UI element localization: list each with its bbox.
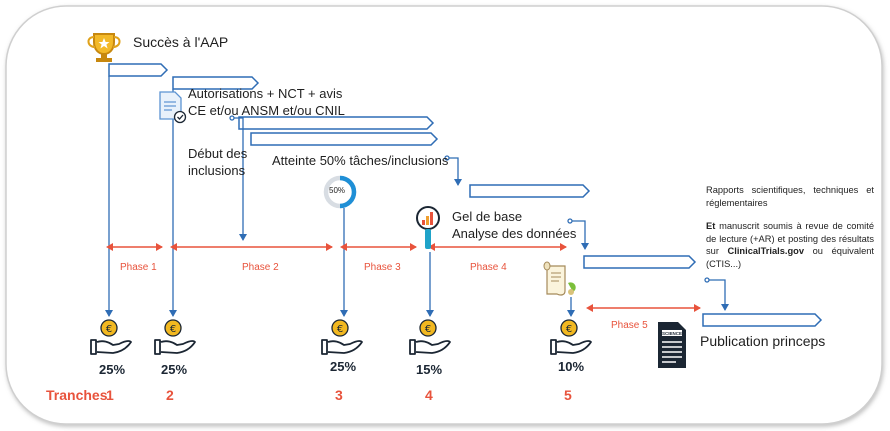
milestone-atteinte-50: Atteinte 50% tâches/inclusions bbox=[272, 153, 449, 168]
timeline-bars bbox=[108, 63, 823, 327]
phase-arrows bbox=[106, 243, 701, 312]
magnifier-chart-icon bbox=[416, 206, 440, 249]
bar-1 bbox=[108, 63, 169, 77]
bar-6 bbox=[583, 255, 697, 269]
svg-text:€: € bbox=[425, 324, 431, 335]
gauge-label: 50% bbox=[329, 186, 346, 195]
milestone-manuscrit: Et manuscrit soumis à revue de comité de… bbox=[706, 220, 874, 270]
euro-hand-icon: € bbox=[409, 319, 451, 355]
science-label: SCIENCE bbox=[662, 331, 682, 336]
bar-2 bbox=[172, 76, 260, 90]
bar-5 bbox=[469, 184, 591, 198]
milestone-gel-base: Gel de base bbox=[452, 209, 523, 224]
payment-5: 10% bbox=[558, 359, 585, 374]
milestone-debut-line2: inclusions bbox=[188, 163, 246, 178]
connector-7 bbox=[570, 220, 589, 250]
outer-frame bbox=[5, 5, 883, 425]
connector-9 bbox=[707, 279, 729, 311]
milestone-debut-line1: Début des bbox=[188, 146, 248, 161]
payment-2: 25% bbox=[161, 362, 188, 377]
svg-text:€: € bbox=[106, 324, 112, 335]
milestone-autorisations-line2: CE et/ou ANSM et/ou CNIL bbox=[188, 103, 345, 118]
svg-text:€: € bbox=[337, 324, 343, 335]
scroll-quill-icon bbox=[543, 261, 576, 296]
manuscrit-text: manuscrit soumis à revue de comité de le… bbox=[706, 221, 874, 256]
document-check-icon bbox=[159, 91, 187, 124]
phase-3-label: Phase 3 bbox=[364, 262, 401, 273]
manuscrit-end: ou équivalent (CTIS...) bbox=[706, 246, 874, 269]
phase-2-label: Phase 2 bbox=[242, 262, 279, 273]
phase-1-label: Phase 1 bbox=[120, 262, 157, 273]
euro-hand-icon: € bbox=[154, 319, 196, 355]
bar-3 bbox=[238, 116, 435, 130]
svg-text:€: € bbox=[170, 324, 176, 335]
tranche-5: 5 bbox=[564, 387, 572, 403]
euro-hand-icon: € bbox=[550, 319, 592, 355]
bar-7 bbox=[702, 313, 823, 327]
connector-3 bbox=[232, 117, 247, 241]
payment-3: 25% bbox=[330, 359, 357, 374]
tranche-1: 1 bbox=[106, 387, 114, 403]
tranche-2: 2 bbox=[166, 387, 174, 403]
payment-4: 15% bbox=[416, 362, 443, 377]
payment-1: 25% bbox=[99, 362, 126, 377]
connector-5 bbox=[447, 157, 462, 186]
euro-hand-icon: € bbox=[90, 319, 132, 355]
phase-5-label: Phase 5 bbox=[611, 320, 648, 331]
tranche-3: 3 bbox=[335, 387, 343, 403]
manuscrit-et: Et bbox=[706, 221, 716, 231]
tranche-4: 4 bbox=[425, 387, 433, 403]
science-doc-icon: SCIENCE bbox=[658, 322, 686, 368]
phase-4-label: Phase 4 bbox=[470, 262, 507, 273]
publication-princeps: Publication princeps bbox=[700, 333, 826, 349]
gauge-icon bbox=[323, 175, 357, 209]
milestone-autorisations-line1: Autorisations + NCT + avis bbox=[188, 86, 343, 101]
milestone-analyse: Analyse des données bbox=[452, 226, 577, 241]
bar-4 bbox=[250, 132, 439, 146]
milestone-rapports: Rapports scientifiques, techniques et ré… bbox=[706, 185, 874, 208]
svg-text:€: € bbox=[566, 324, 572, 335]
clinicaltrials-link: ClinicalTrials.gov bbox=[727, 246, 805, 256]
trophy-icon bbox=[87, 33, 121, 62]
connectors bbox=[105, 76, 729, 317]
tranches-label: Tranches bbox=[46, 387, 108, 403]
euro-hand-icon: € bbox=[321, 319, 363, 355]
milestone-succes-aap: Succès à l'AAP bbox=[133, 34, 229, 50]
